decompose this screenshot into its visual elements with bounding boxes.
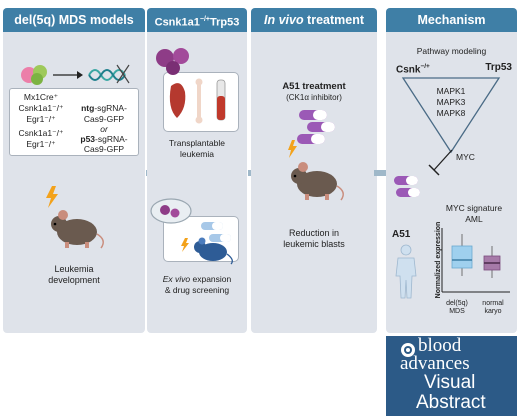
organs-icon bbox=[169, 78, 226, 124]
treatment-title: A51 treatment bbox=[282, 81, 346, 92]
logo-line: Abstract bbox=[416, 392, 486, 413]
ntg-sgrna-line: ntg-sgRNA- bbox=[81, 103, 127, 113]
lightning-icon bbox=[288, 140, 297, 158]
x-axis-label: MDS bbox=[449, 308, 465, 315]
genotype-line: Mx1Cre⁺ bbox=[23, 92, 59, 102]
caption: Transplantable bbox=[169, 138, 225, 148]
mapk-label: MAPK8 bbox=[436, 108, 466, 118]
leukemic-cells-icon bbox=[156, 48, 189, 75]
cas9-line: Cas9-GFP bbox=[83, 114, 125, 124]
logo-line: advances bbox=[400, 353, 470, 374]
inhibition-icon bbox=[428, 149, 453, 176]
pill-icon bbox=[297, 110, 335, 144]
caption: Reduction in bbox=[288, 228, 340, 238]
logo-line: Visual bbox=[424, 372, 476, 393]
mapk-label: MAPK1 bbox=[436, 86, 466, 96]
csnk-label: Csnk−/+ bbox=[396, 63, 430, 76]
genotype-line: Egr1⁻/⁺ bbox=[26, 139, 56, 149]
treatment-subtitle: (CK1α inhibitor) bbox=[286, 93, 342, 102]
blood-drop-icon bbox=[401, 343, 415, 357]
caption: leukemia bbox=[179, 149, 215, 159]
pill-icon bbox=[394, 176, 420, 197]
petri-dish-icon bbox=[150, 198, 192, 224]
mouse-icon bbox=[51, 210, 104, 249]
panel-csnk1a1-trp53: Csnk1a1−/+Trp53 Transplantable leukemia bbox=[147, 8, 247, 333]
panel-header: Csnk1a1−/+Trp53 bbox=[147, 8, 247, 32]
genotype-box bbox=[9, 88, 139, 156]
a51-label: A51 bbox=[392, 229, 411, 240]
cas9-line: Cas9-GFP bbox=[83, 144, 125, 154]
mouse-cells-icon bbox=[21, 65, 47, 85]
p53-sgrna-line: p53-sgRNA- bbox=[80, 134, 128, 144]
logo-line: blood bbox=[418, 335, 462, 356]
pill-icon bbox=[201, 222, 231, 242]
human-icon bbox=[395, 244, 417, 299]
mouse-icon bbox=[194, 237, 233, 265]
crispr-dna-icon bbox=[88, 64, 130, 84]
panel-header: In vivo treatment bbox=[251, 8, 377, 32]
panel-header: del(5q) MDS models bbox=[3, 8, 145, 32]
genotype-line: Csnk1a1⁻/⁺ bbox=[18, 103, 64, 113]
trp53-label: Trp53 bbox=[485, 62, 512, 73]
caption: leukemic blasts bbox=[283, 239, 345, 249]
blood-advances-logo: blood advances Visual Abstract bbox=[386, 336, 517, 416]
x-axis-label: karyo bbox=[484, 308, 502, 315]
caption: Ex vivo expansion bbox=[162, 274, 232, 284]
x-axis-label: normal bbox=[482, 300, 504, 307]
mapk-label: MAPK3 bbox=[436, 97, 466, 107]
pathway-title: Pathway modeling bbox=[416, 46, 487, 56]
caption: & drug screening bbox=[164, 285, 230, 295]
lightning-icon bbox=[46, 186, 58, 208]
mouse-icon bbox=[291, 162, 344, 201]
x-axis-label: del(5q) bbox=[446, 300, 468, 307]
boxplot bbox=[441, 228, 510, 293]
arrow-icon bbox=[53, 71, 83, 79]
panel-header: Mechanism bbox=[386, 8, 517, 32]
panel-mds-models: del(5q) MDS models Mx1Cre⁺ Csnk1a1⁻/⁺ Eg… bbox=[3, 8, 145, 333]
lightning-icon bbox=[181, 238, 189, 252]
myc-label: MYC bbox=[456, 152, 475, 162]
panel-in-vivo-treatment: In vivo treatment A51 treatment (CK1α in… bbox=[251, 8, 377, 333]
or-text: or bbox=[100, 124, 108, 134]
genotype-line: Egr1⁻/⁺ bbox=[26, 114, 56, 124]
caption: development bbox=[48, 275, 100, 285]
caption: Leukemia bbox=[54, 264, 94, 274]
genotype-line: Csnk1a1⁻/⁺ bbox=[18, 128, 64, 138]
pathway-triangle bbox=[401, 77, 501, 154]
panel-mechanism: Mechanism Pathway modeling Csnk−/+ Trp53… bbox=[386, 8, 517, 333]
signature-title: AML bbox=[465, 214, 483, 224]
signature-title: MYC signature bbox=[445, 203, 503, 213]
